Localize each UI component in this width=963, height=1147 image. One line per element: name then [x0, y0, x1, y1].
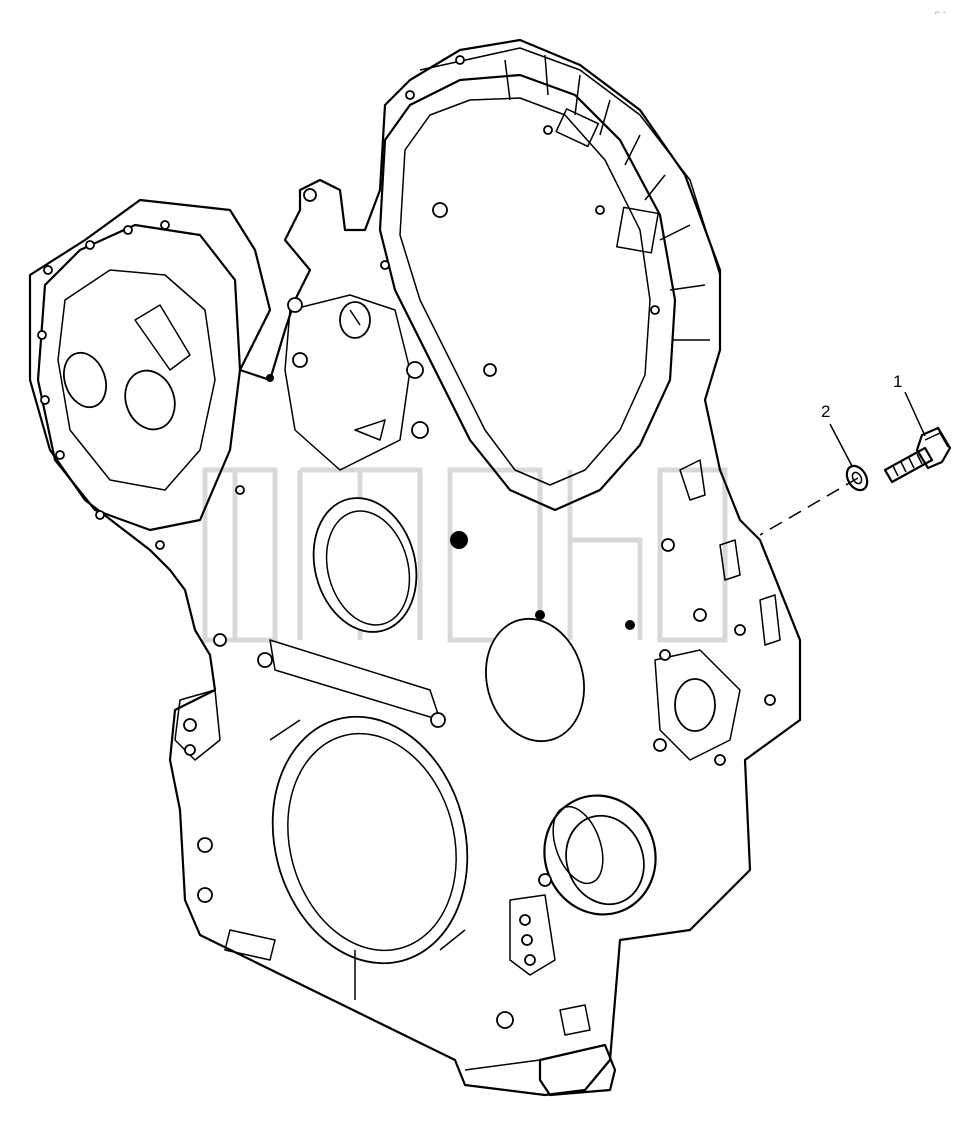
cover-bolt-holes — [37, 220, 245, 550]
washer-part — [845, 464, 869, 492]
callout-1: 1 — [893, 372, 926, 437]
housing-ribs — [504, 54, 710, 341]
corner-mark: ⌐ - — [935, 7, 946, 17]
callout-2-leader — [829, 423, 853, 467]
callout-2-label: 2 — [821, 402, 830, 421]
timing-gear-housing — [28, 38, 802, 1097]
assembly-leader-line — [759, 477, 859, 536]
upper-bolt-holes — [380, 55, 660, 377]
callout-2: 2 — [821, 402, 853, 467]
callout-1-leader — [904, 391, 926, 437]
watermark — [202, 467, 728, 643]
bolt-part — [883, 426, 952, 484]
callout-1-label: 1 — [893, 372, 902, 391]
